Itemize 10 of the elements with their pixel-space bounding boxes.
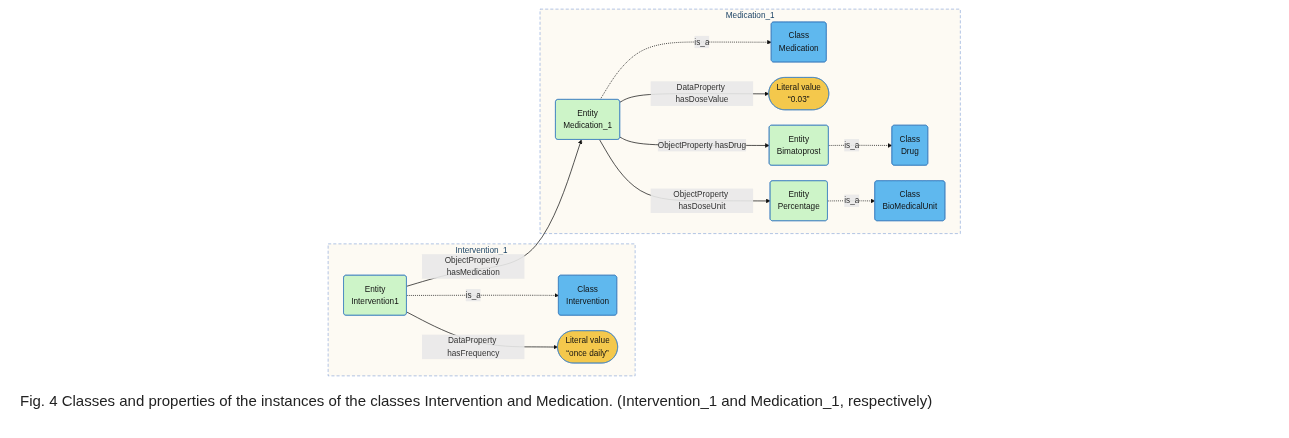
figure-caption: Fig. 4 Classes and properties of the instances of the classes Intervention and Medication. (Intervention_1 and Medication_1, respectively)	[20, 392, 934, 409]
edge-label: ObjectProperty hasDoseUnit	[673, 189, 729, 211]
edge-label: ObjectProperty hasMedication	[444, 255, 500, 277]
edge-label: is_a	[844, 196, 860, 205]
edge-label: ObjectProperty hasDrug	[658, 140, 747, 150]
edge-label: is_a	[465, 290, 482, 300]
edge-label: is_a	[844, 140, 860, 150]
edge-label: DataProperty hasFrequency	[447, 336, 500, 358]
edge-label: is_a	[694, 37, 710, 47]
edge-label: DataProperty hasDoseValue	[675, 82, 729, 104]
